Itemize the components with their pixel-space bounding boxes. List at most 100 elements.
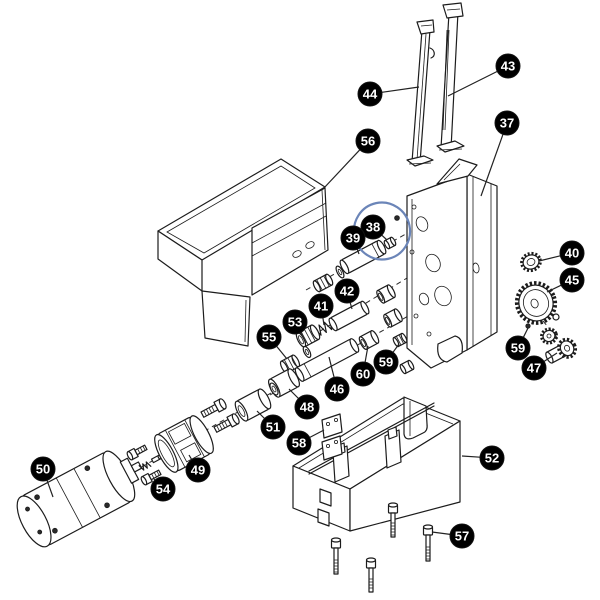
plate-37 <box>394 158 498 369</box>
bolt-57b <box>422 524 434 562</box>
clamp-40 <box>520 251 542 273</box>
callout-circle[interactable] <box>521 355 547 381</box>
callout-60[interactable]: 60 <box>350 345 376 387</box>
callout-47[interactable]: 47 <box>521 352 558 381</box>
callout-label: 40 <box>565 246 579 261</box>
washer-upper <box>335 265 345 279</box>
callout-leader-line <box>356 248 360 255</box>
callout-label: 50 <box>36 462 50 477</box>
shaft-rows <box>268 236 415 398</box>
callout-leader-line <box>543 352 558 362</box>
callout-53[interactable]: 53 <box>282 309 308 344</box>
rail-44 <box>406 19 435 167</box>
nut-38 <box>383 236 397 250</box>
callout-circle[interactable] <box>30 456 56 482</box>
callout-circle[interactable] <box>355 128 381 154</box>
washer-53 <box>302 345 312 359</box>
callout-circle[interactable] <box>308 293 334 319</box>
callout-40[interactable]: 40 <box>538 240 585 266</box>
callout-42[interactable]: 42 <box>334 278 360 310</box>
callout-circle[interactable] <box>294 394 320 420</box>
callout-circle[interactable] <box>286 430 312 456</box>
callout-46[interactable]: 46 <box>324 356 350 402</box>
interior-rod <box>308 402 435 475</box>
callout-circle[interactable] <box>334 278 360 304</box>
callout-label: 60 <box>356 367 370 382</box>
callout-circle[interactable] <box>494 110 520 136</box>
callout-58[interactable]: 58 <box>286 429 325 456</box>
callout-label: 53 <box>288 315 302 330</box>
callout-56[interactable]: 56 <box>323 128 381 189</box>
callout-circle[interactable] <box>260 414 286 440</box>
callout-label: 59 <box>379 355 393 370</box>
callout-circle[interactable] <box>559 267 585 293</box>
callout-48[interactable]: 48 <box>288 388 320 420</box>
callout-label: 59 <box>511 341 525 356</box>
callout-circle[interactable] <box>360 214 386 240</box>
callout-circle[interactable] <box>282 309 308 335</box>
callout-label: 46 <box>330 382 344 397</box>
callout-circle[interactable] <box>185 457 211 483</box>
callout-51[interactable]: 51 <box>256 410 286 440</box>
callout-label: 47 <box>527 361 541 376</box>
callout-circle[interactable] <box>559 240 585 266</box>
rail-43 <box>436 2 465 153</box>
bolt-57c <box>330 537 342 575</box>
callout-circle[interactable] <box>449 523 475 549</box>
callout-circle[interactable] <box>324 376 350 402</box>
callout-label: 44 <box>363 87 378 102</box>
callout-leader-line <box>461 455 481 458</box>
callout-leader-line <box>364 345 369 363</box>
callout-45[interactable]: 45 <box>546 267 585 293</box>
callout-circle[interactable] <box>505 335 531 361</box>
callout-leader-line <box>480 134 504 197</box>
callout-circle[interactable] <box>495 53 521 79</box>
plug-upper <box>312 273 334 293</box>
coupling-49 <box>154 415 214 473</box>
callout-39[interactable]: 39 <box>340 225 366 255</box>
callout-50[interactable]: 50 <box>30 456 56 498</box>
plug-59-right <box>399 359 415 375</box>
switch-58b <box>321 435 343 461</box>
callout-43[interactable]: 43 <box>447 53 521 97</box>
bolts-57 <box>330 502 434 593</box>
callout-circle[interactable] <box>357 81 383 107</box>
coupler-spring <box>138 461 152 471</box>
pin-59-target <box>525 323 531 329</box>
callout-59-22[interactable]: 59 <box>505 327 531 361</box>
callout-circle[interactable] <box>350 361 376 387</box>
callout-circle[interactable] <box>340 225 366 251</box>
callout-57[interactable]: 57 <box>431 523 475 549</box>
callout-circle[interactable] <box>150 476 176 502</box>
callout-41[interactable]: 41 <box>308 293 334 326</box>
callout-circle[interactable] <box>256 324 282 350</box>
callout-54[interactable]: 54 <box>150 476 176 502</box>
callout-circle[interactable] <box>373 349 399 375</box>
callout-label: 58 <box>292 436 306 451</box>
callout-59-23[interactable]: 59 <box>373 343 400 375</box>
callout-leader-line <box>322 317 325 326</box>
callout-leader-line <box>328 356 335 378</box>
callout-55[interactable]: 55 <box>256 324 288 360</box>
callout-37[interactable]: 37 <box>480 110 520 197</box>
bushing-60 <box>358 330 380 350</box>
callout-leader-line <box>323 149 361 189</box>
callout-leader-line <box>288 388 299 399</box>
callout-leader-line <box>447 70 498 97</box>
shaft-46 <box>294 338 360 382</box>
callout-44[interactable]: 44 <box>357 81 420 107</box>
callout-label: 55 <box>262 330 276 345</box>
callout-52[interactable]: 52 <box>461 445 505 471</box>
bolt-57a <box>387 502 399 538</box>
motor-50 <box>16 450 143 548</box>
callout-leader-line <box>349 302 353 310</box>
callout-circle[interactable] <box>479 445 505 471</box>
callout-label: 45 <box>565 273 579 288</box>
callout-label: 54 <box>156 482 171 497</box>
callout-38[interactable]: 38 <box>360 214 388 241</box>
callout-49[interactable]: 49 <box>185 454 211 483</box>
plug-55 <box>279 354 301 374</box>
callout-label: 37 <box>500 116 514 131</box>
housing-52 <box>292 396 461 532</box>
